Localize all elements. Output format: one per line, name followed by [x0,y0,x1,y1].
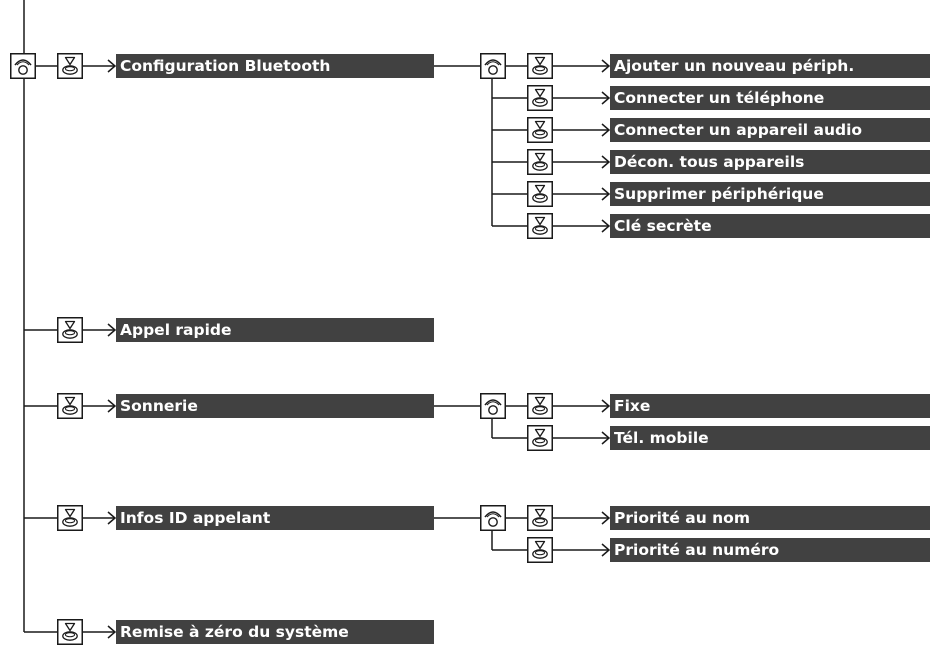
select-knob-icon[interactable] [57,53,83,79]
select-knob-icon[interactable] [527,213,553,239]
submenu-item-disconnect-all[interactable]: Décon. tous appareils [610,150,930,174]
select-knob-icon[interactable] [57,317,83,343]
select-knob-icon[interactable] [527,53,553,79]
submenu-item-connect-phone[interactable]: Connecter un téléphone [610,86,930,110]
select-knob-icon[interactable] [527,393,553,419]
select-knob-icon[interactable] [527,117,553,143]
menu-item-system-reset[interactable]: Remise à zéro du système [116,620,434,644]
menu-item-speed-dial[interactable]: Appel rapide [116,318,434,342]
submenu-item-number-priority[interactable]: Priorité au numéro [610,538,930,562]
submenu-item-mobile-phone[interactable]: Tél. mobile [610,426,930,450]
select-knob-icon[interactable] [57,393,83,419]
phone-icon[interactable] [10,53,36,79]
select-knob-icon[interactable] [57,619,83,645]
select-knob-icon[interactable] [527,85,553,111]
submenu-item-add-device[interactable]: Ajouter un nouveau périph. [610,54,930,78]
select-knob-icon[interactable] [527,505,553,531]
phone-icon[interactable] [480,505,506,531]
select-knob-icon[interactable] [527,425,553,451]
submenu-item-passkey[interactable]: Clé secrète [610,214,930,238]
phone-icon[interactable] [480,53,506,79]
menu-item-bluetooth-settings[interactable]: Configuration Bluetooth [116,54,434,78]
select-knob-icon[interactable] [527,149,553,175]
select-knob-icon[interactable] [57,505,83,531]
submenu-item-connect-audio[interactable]: Connecter un appareil audio [610,118,930,142]
select-knob-icon[interactable] [527,181,553,207]
select-knob-icon[interactable] [527,537,553,563]
submenu-item-fixed[interactable]: Fixe [610,394,930,418]
menu-item-ringtone[interactable]: Sonnerie [116,394,434,418]
submenu-item-name-priority[interactable]: Priorité au nom [610,506,930,530]
menu-item-caller-id-info[interactable]: Infos ID appelant [116,506,434,530]
phone-icon[interactable] [480,393,506,419]
submenu-item-delete-device[interactable]: Supprimer périphérique [610,182,930,206]
